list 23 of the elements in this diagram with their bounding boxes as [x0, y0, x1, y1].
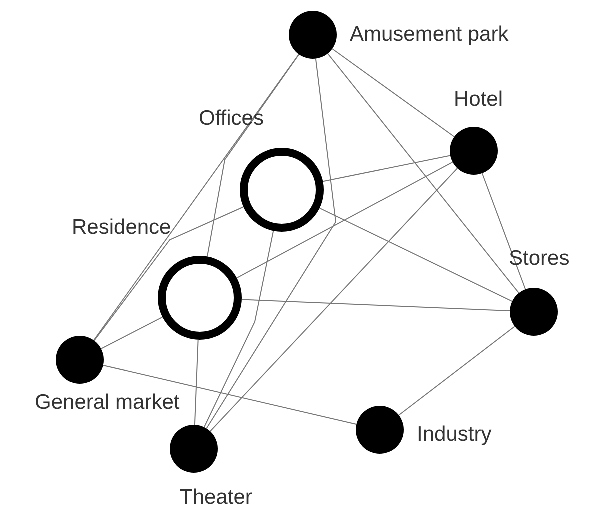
connector-line — [206, 54, 300, 258]
node-label: Hotel — [454, 89, 504, 110]
node-label: Residence — [72, 217, 172, 238]
connector-line — [322, 155, 451, 182]
connector-line — [204, 230, 274, 428]
connector-line — [482, 173, 526, 290]
connector-line — [236, 162, 454, 279]
connector-line — [194, 339, 199, 426]
connector-line — [398, 326, 516, 416]
connector-line — [94, 206, 244, 342]
node-label: General market — [35, 392, 180, 413]
connector-line — [102, 364, 358, 426]
connector-line — [210, 168, 458, 432]
connector-line — [241, 299, 511, 312]
node-label: Amusement park — [350, 24, 509, 45]
connector-line — [100, 316, 164, 350]
node-label: Industry — [417, 424, 492, 445]
connector-line — [206, 58, 337, 430]
node-label: Theater — [180, 487, 252, 508]
connector-line — [93, 54, 300, 341]
connector-line — [327, 53, 520, 294]
connector-line — [332, 48, 456, 138]
connector-line — [319, 208, 513, 302]
